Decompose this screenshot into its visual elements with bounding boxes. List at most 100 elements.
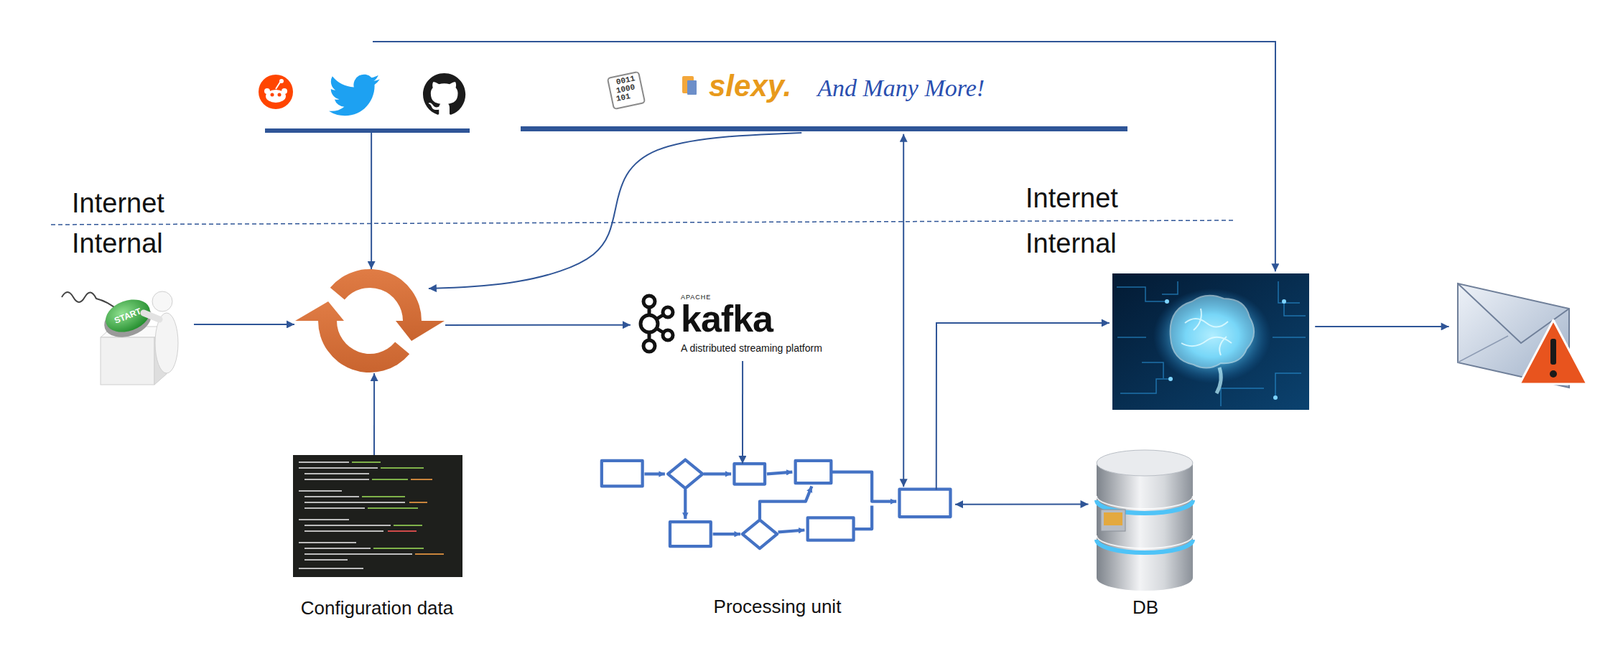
ai-brain-picture <box>1112 273 1310 411</box>
circuit-dot <box>1281 299 1287 304</box>
start-button: START <box>61 287 194 388</box>
label-anchor: 1000 <box>616 85 635 94</box>
source-note: And Many More! <box>817 73 985 104</box>
paste-source-group: slexy. And Many More! <box>520 68 1128 133</box>
kafka-node <box>643 295 655 308</box>
alert-mail <box>1454 280 1588 393</box>
db-edge <box>1096 496 1193 510</box>
brain-glow <box>1153 288 1272 384</box>
flow-arrow <box>683 489 687 520</box>
flow-arrow <box>713 532 741 536</box>
binary-file-icon <box>607 71 645 110</box>
processing-unit: Processing unit <box>599 453 956 622</box>
brand-name: kafka <box>680 301 773 337</box>
flow-arrow <box>759 486 812 519</box>
flow-box <box>670 522 711 547</box>
label-anchor: 101 <box>616 94 631 102</box>
db-folder <box>1103 512 1123 526</box>
label-anchor: Internet <box>71 188 165 220</box>
reddit-antenna-tip <box>279 78 284 84</box>
reddit-disc <box>258 74 293 110</box>
cycle-arrow <box>295 301 410 373</box>
connector-group <box>193 41 1450 505</box>
kafka-node <box>662 307 673 318</box>
brain-shape <box>1170 295 1255 369</box>
kafka-icon <box>640 295 673 352</box>
kafka-node <box>643 340 655 352</box>
warning-bar <box>1550 338 1557 365</box>
reddit-icon <box>258 74 293 110</box>
database: DB <box>1091 448 1200 623</box>
flow-connector <box>370 132 372 270</box>
flow-box <box>601 461 643 487</box>
flow-arrow <box>703 472 732 476</box>
binary-digits: 101 <box>615 92 632 104</box>
flow-connector <box>902 134 905 488</box>
brand-tagline: A distributed streaming platform <box>680 342 823 355</box>
pedestal-front <box>100 337 155 385</box>
flowchart-picture <box>601 460 951 550</box>
circuit-board <box>1112 273 1310 411</box>
kafka-logo: APACHEkafka A distributed streaming platf… <box>630 292 857 362</box>
flow-arrow <box>644 472 665 476</box>
db-bottom <box>1096 565 1193 592</box>
circuit-dot <box>1273 395 1278 400</box>
reddit-head <box>265 89 286 103</box>
scheduler-cycle <box>294 269 446 374</box>
db-drawer <box>1100 509 1126 532</box>
cycle-icon <box>295 269 445 373</box>
zone-label: Internet <box>1025 183 1119 215</box>
label-anchor: Internal <box>1025 228 1117 260</box>
github-icon <box>422 73 466 115</box>
flow-connector <box>1314 326 1449 328</box>
db-body <box>1096 463 1193 579</box>
flow-connector <box>373 373 375 456</box>
source-bar <box>264 128 470 133</box>
flow-diamond <box>667 460 703 490</box>
button-label: START <box>111 305 145 327</box>
flow-box <box>733 463 765 485</box>
circuit-traces <box>1116 281 1306 407</box>
code-lines <box>409 479 444 555</box>
social-source-group <box>254 41 480 133</box>
zone-label: Internet <box>71 188 165 220</box>
flow-connector <box>193 323 295 326</box>
reddit-eye <box>270 93 275 97</box>
warning-triangle <box>1519 320 1588 385</box>
config-data: Configuration data <box>287 455 467 624</box>
flow-box <box>899 489 951 518</box>
brand-name: slexy. <box>708 68 792 105</box>
zone-label: Internal <box>1025 228 1117 260</box>
code-lines <box>298 462 413 569</box>
kafka-node <box>662 330 673 341</box>
cycle-arrow <box>330 269 445 342</box>
envelope-fold <box>1457 336 1509 363</box>
flow-arrow <box>778 530 806 533</box>
node-caption: Processing unit <box>713 596 842 619</box>
brain-folds <box>1181 308 1232 356</box>
zone-label: Internal <box>71 228 164 260</box>
figure-head <box>152 291 173 312</box>
flow-diamond <box>742 519 778 549</box>
brain-stem <box>1216 367 1221 394</box>
kafka-node <box>640 315 658 333</box>
clipboard-sheet <box>687 80 697 95</box>
circuit-dot <box>1168 377 1173 382</box>
flow-connector <box>372 41 1276 272</box>
flow-connector <box>955 503 1089 505</box>
flow-box <box>807 517 854 541</box>
label-anchor: Internal <box>71 228 164 260</box>
twitter-icon <box>328 74 380 117</box>
cable <box>61 292 118 311</box>
node-caption: DB <box>1132 596 1159 620</box>
flow-arrow <box>832 472 897 502</box>
db-edge <box>1096 535 1193 549</box>
db-top <box>1096 450 1193 477</box>
warning-dot <box>1549 370 1557 378</box>
circuit-dot <box>1164 299 1170 304</box>
brand-prefix: APACHE <box>680 294 711 302</box>
flow-connector <box>428 132 802 289</box>
reddit-eye <box>277 93 282 97</box>
